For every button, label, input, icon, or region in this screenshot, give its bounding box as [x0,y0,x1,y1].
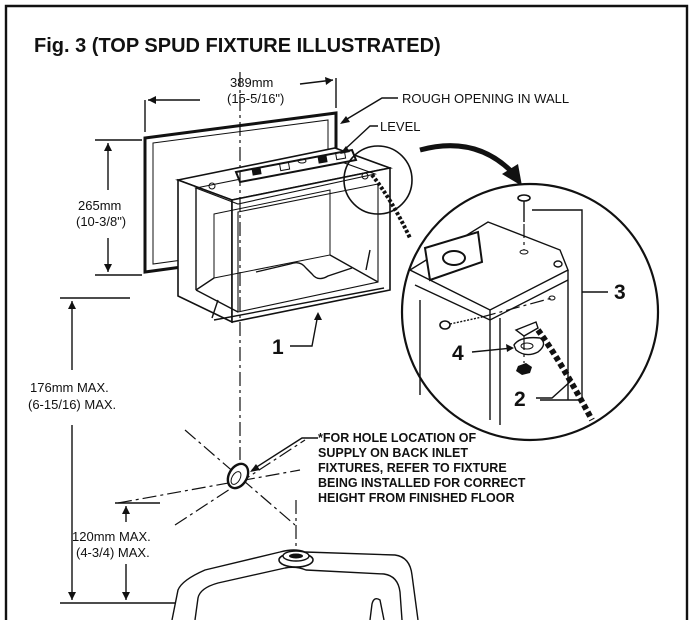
level-label: LEVEL [380,119,420,134]
detail-origin-circle [343,145,413,215]
min-height-in-label: (4-3/4) MAX. [76,545,150,560]
note-line-2: SUPPLY ON BACK INLET [318,446,468,460]
min-height-mm-label: 120mm MAX. [72,529,151,544]
height-mm-label: 265mm [78,198,121,213]
figure-frame [4,4,689,620]
rough-opening-leader [341,97,398,123]
note-line-1: *FOR HOLE LOCATION OF [318,431,476,445]
part-1-leader [290,313,319,347]
note-line-3: FIXTURES, REFER TO FIXTURE [318,461,507,475]
max-height-in-label: (6-15/16) MAX. [28,397,116,412]
width-in-label: (15-5/16") [227,91,284,106]
note-line-5: HEIGHT FROM FINISHED FLOOR [318,491,515,505]
part-4-number: 4 [452,342,464,365]
detail-arrow [419,143,514,174]
part-3-number: 3 [614,281,626,304]
rough-opening-label: ROUGH OPENING IN WALL [402,91,569,106]
note-line-4: BEING INSTALLED FOR CORRECT [318,476,526,490]
supply-hole [117,429,306,526]
part-3-bracket [532,209,583,401]
level-leader [341,125,378,153]
figure-title: Fig. 3 (TOP SPUD FIXTURE ILLUSTRATED) [34,35,441,57]
note-leader [251,437,318,471]
part-2-leader [536,379,573,399]
level-tool [234,148,358,184]
max-height-mm-label: 176mm MAX. [30,380,109,395]
min-height-dimension [115,502,160,600]
part-4-leader [471,347,513,353]
part-2-number: 2 [514,388,526,411]
detail-arrow-head [502,164,522,186]
fixture-body [171,500,419,620]
width-dimension [144,77,337,132]
detail-circle [400,182,660,442]
height-dimension [95,139,142,276]
max-height-dimension [60,297,130,600]
part-1-number: 1 [272,336,284,359]
box-chain [370,173,412,239]
height-in-label: (10-3/8") [76,214,126,229]
width-mm-label: 389mm [230,75,273,90]
